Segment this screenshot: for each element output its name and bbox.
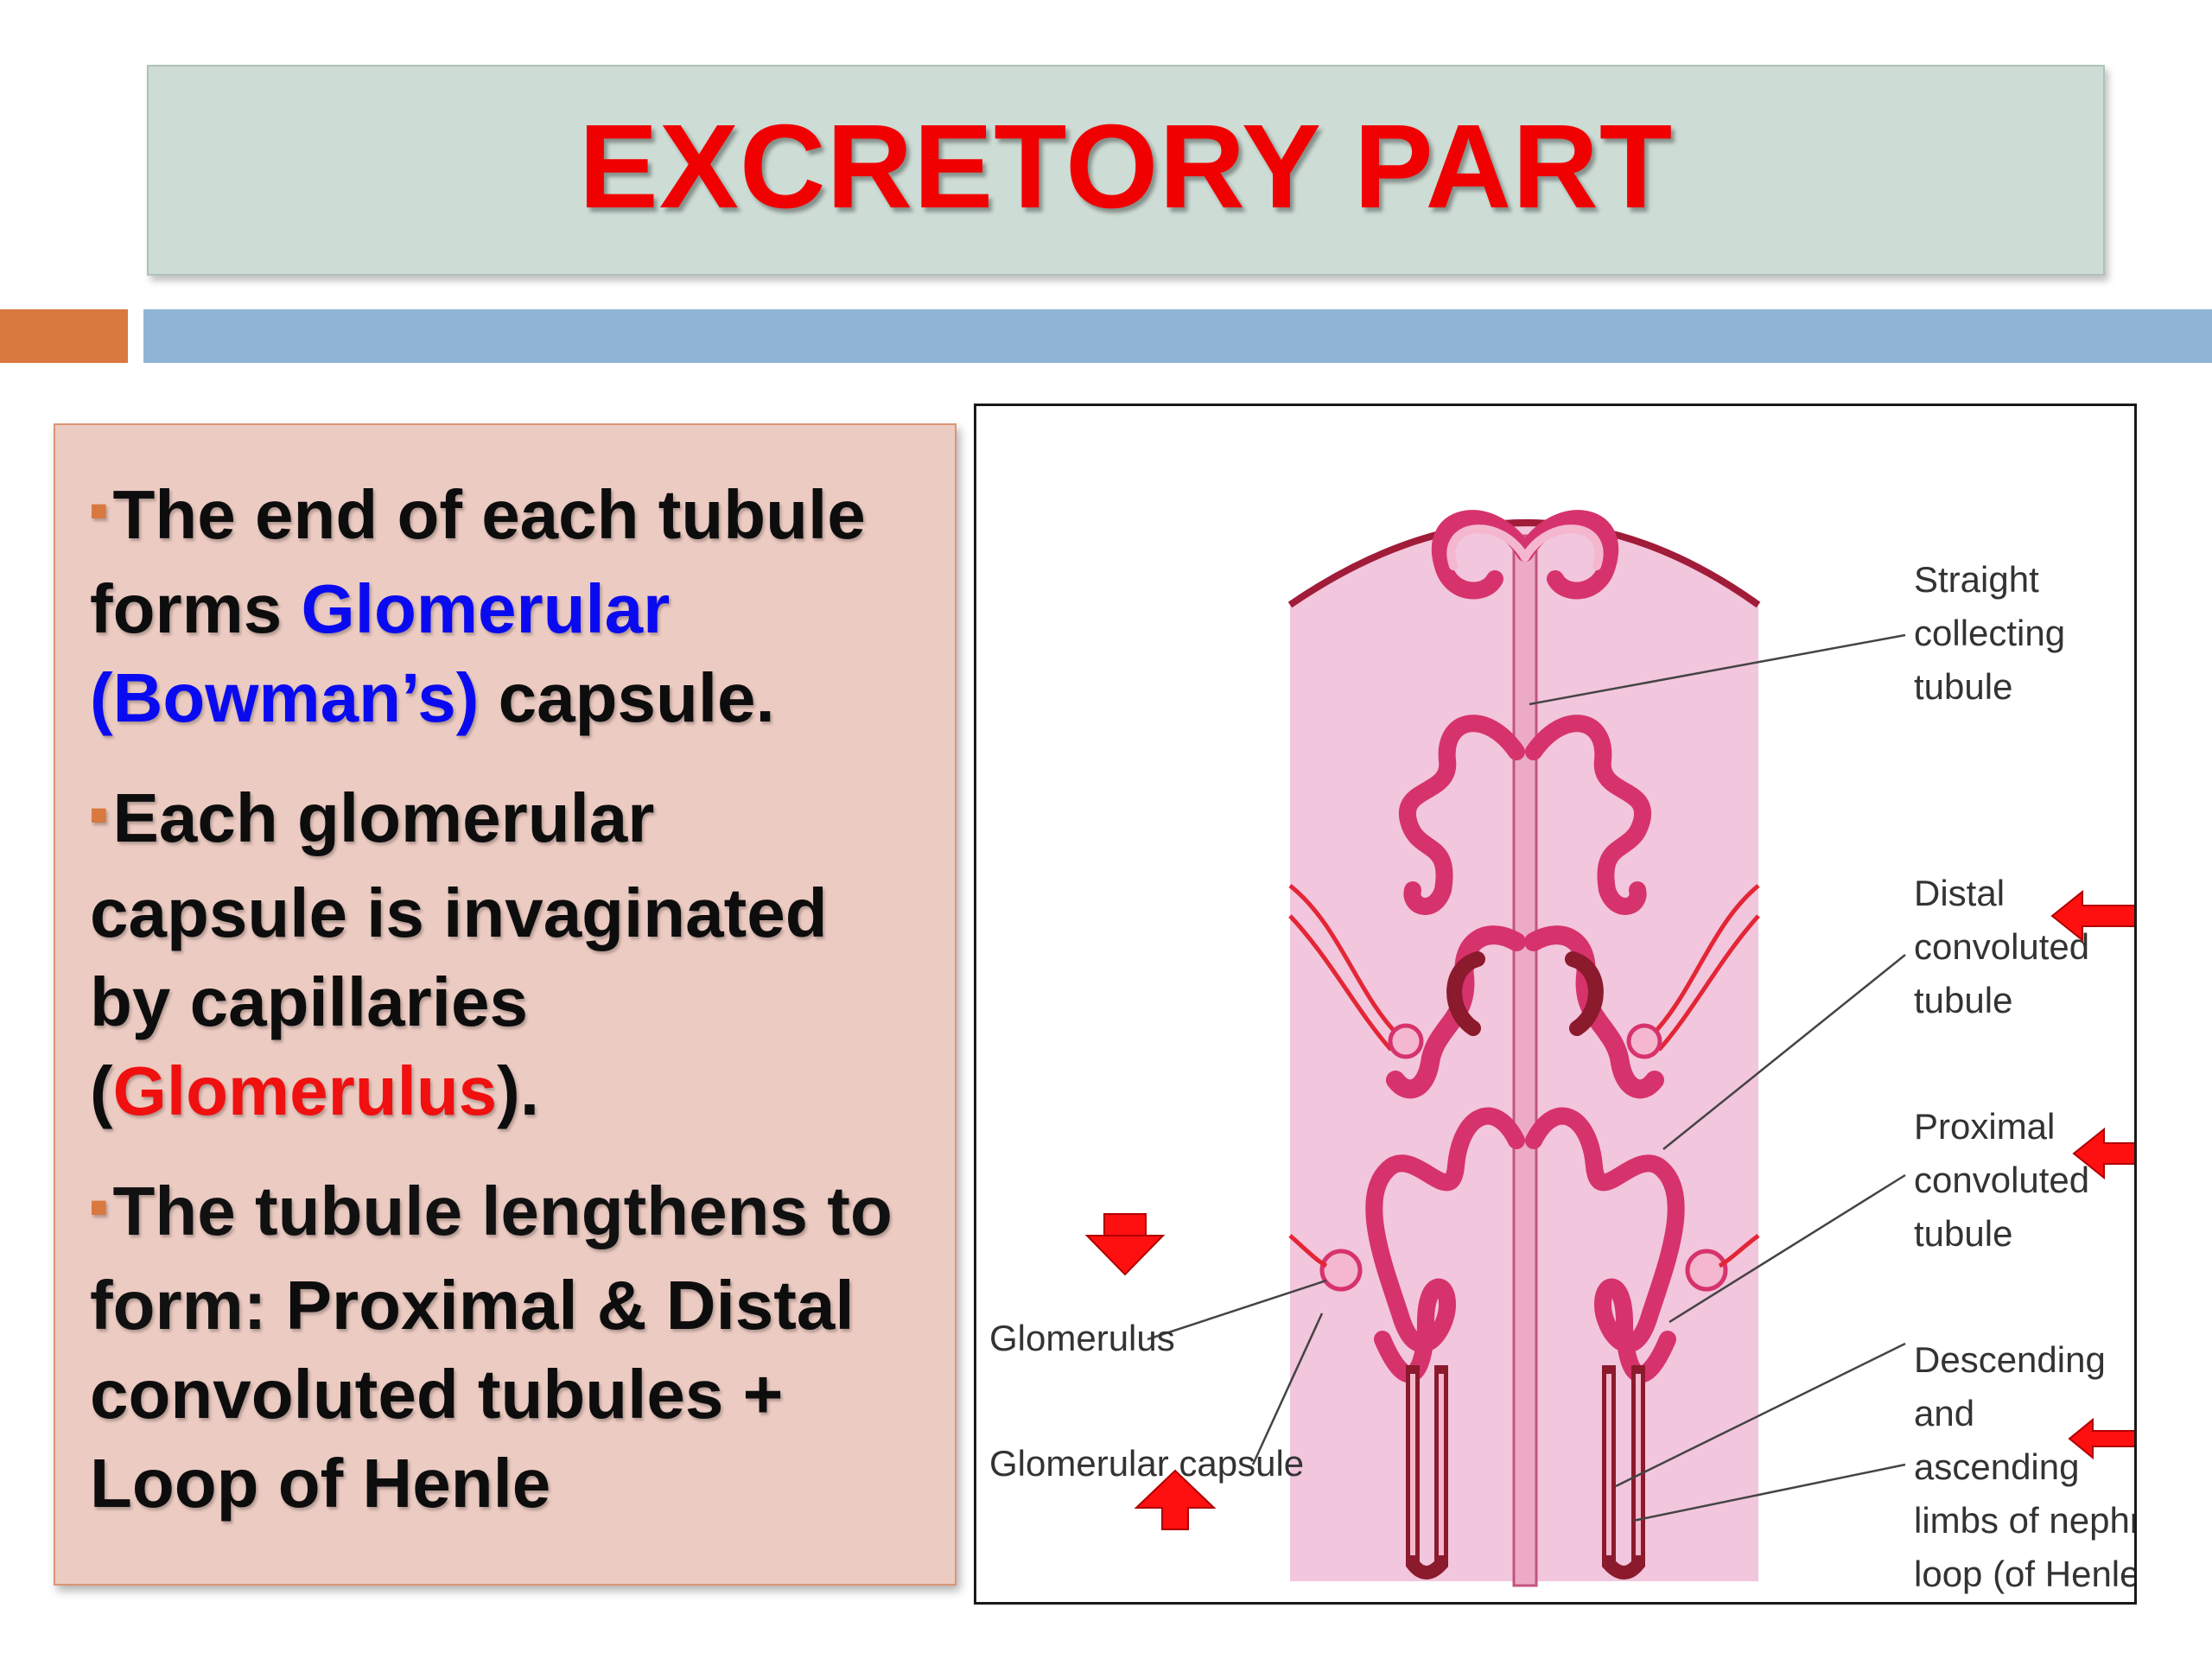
nephron-figure: Straight collecting tubule Distal convol… [974,404,2137,1605]
label-glomerulus: Glomerulus [989,1318,1175,1358]
label-desc-4: limbs of nephron [1914,1500,2137,1541]
label-desc-3: ascending [1914,1446,2079,1487]
red-arrow-left-icon [2072,1127,2134,1180]
collecting-duct [1512,534,1538,1587]
loops-of-henle-inner [1410,1374,1641,1555]
bullet-3-highlight: Proximal & Distal convoluted tubules + L… [90,1267,855,1522]
accent-bar-blue [143,309,2212,363]
lower-glomeruli [1319,1249,1728,1292]
label-proximal-3: tubule [1914,1213,2012,1254]
bullet-2-end: ). [497,1052,540,1129]
loops-of-henle [1406,1365,1645,1580]
tissue-outline [1287,519,1761,608]
label-straight-2: collecting [1914,613,2065,653]
top-branches-inner [1446,524,1604,570]
bullet-1: ■The end of each tubule forms Glomerular… [90,470,924,742]
top-branches [1431,510,1619,600]
red-arrow-left-icon [2050,889,2134,943]
afferent-vessels-lower [1288,1234,1760,1268]
nephron-diagram: Straight collecting tubule Distal convol… [989,510,2137,1594]
text-panel: ■The end of each tubule forms Glomerular… [54,423,957,1586]
bullet-2-highlight: Glomerulus [112,1052,498,1129]
label-distal-2: convoluted [1914,926,2089,967]
accent-bar-orange [0,309,128,363]
bullet-1-end: capsule. [479,659,775,737]
red-arrow-up-icon [1134,1469,1217,1530]
label-proximal-tubule: Proximal convoluted tubule [1914,1106,2089,1254]
label-desc-1: Descending [1914,1339,2106,1380]
label-desc-5: loop (of Henle) [1914,1554,2137,1594]
label-distal-3: tubule [1914,980,2012,1020]
bullet-1-text: The end of each tubule forms [90,476,866,648]
label-straight-3: tubule [1914,666,2012,707]
slide-title: EXCRETORY PART [578,99,1674,233]
title-banner: EXCRETORY PART [147,65,2105,276]
bullet-square-icon: ■ [90,494,108,528]
bullet-1-highlight: Glomerular (Bowman’s) [90,570,671,737]
label-loop-of-henle: Descending and ascending limbs of nephro… [1914,1339,2137,1594]
label-straight-tubule: Straight collecting tubule [1914,559,2065,707]
label-glomerular-capsule: Glomerular capsule [989,1443,1304,1484]
lower-convoluted-tubules [1365,1107,1685,1383]
label-proximal-1: Proximal [1914,1106,2055,1147]
upper-glomeruli [1388,1023,1662,1059]
red-arrow-down-icon [1084,1213,1166,1276]
label-straight-1: Straight [1914,559,2039,600]
bullet-2-text: Each glomerular capsule is invaginated b… [90,779,828,1129]
label-proximal-2: convoluted [1914,1160,2089,1200]
label-desc-2: and [1914,1393,1974,1433]
leader-lines [1147,633,1906,1522]
bullet-square-icon: ■ [90,798,108,831]
bullet-2: ■Each glomerular capsule is invaginated … [90,773,924,1135]
label-distal-tubule: Distal convoluted tubule [1914,873,2089,1020]
afferent-vessels-upper [1288,884,1760,1052]
red-arrow-left-icon [2068,1417,2134,1460]
label-distal-1: Distal [1914,873,2005,913]
bullet-3-text: The tubule lengthens to form: [90,1172,893,1344]
bullet-3: ■The tubule lengthens to form: Proximal … [90,1166,924,1528]
second-branches [1398,715,1652,915]
dark-capillary-loops [1446,951,1604,1036]
bullet-square-icon: ■ [90,1191,108,1224]
